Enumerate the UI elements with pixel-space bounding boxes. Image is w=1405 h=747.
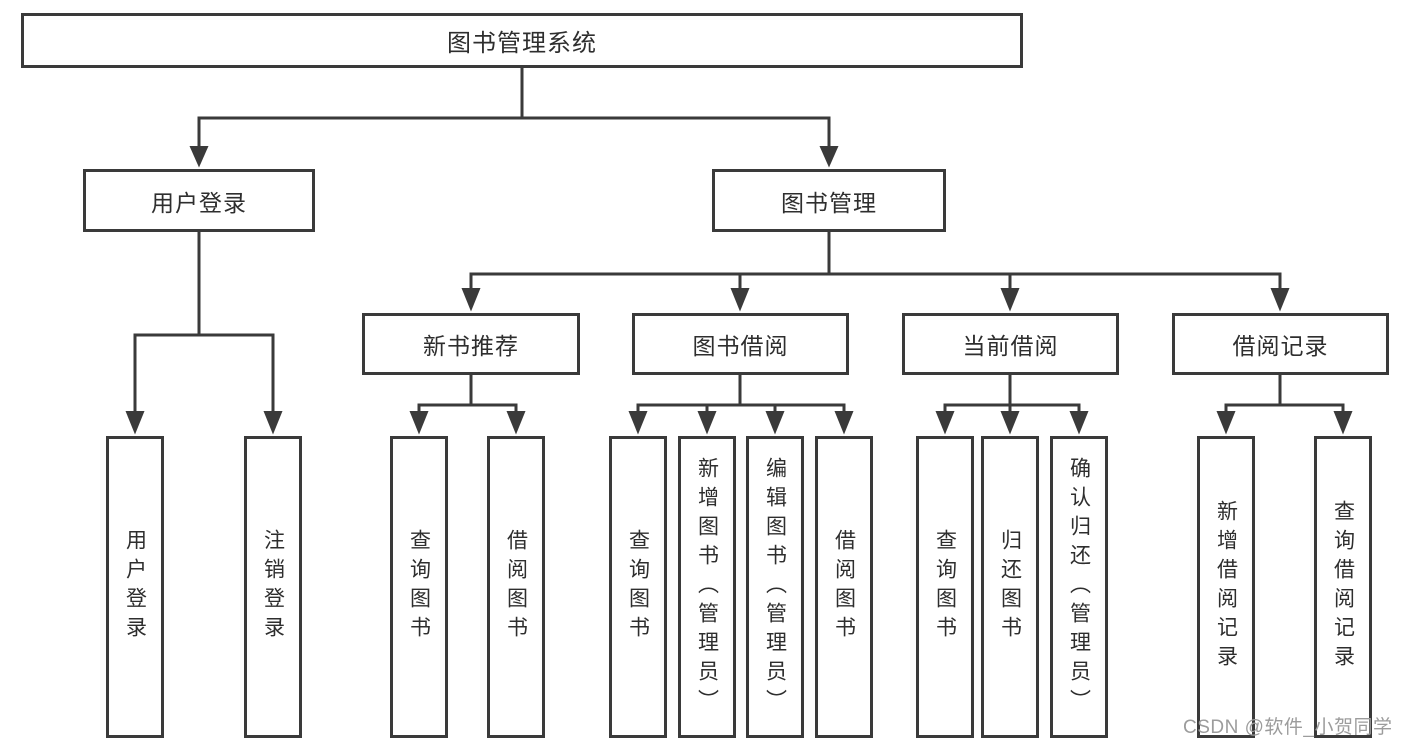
leaf-query-borrow-record-label: 查询借阅记录: [1331, 500, 1355, 674]
leaf-borrow-books-label: 借阅图书: [832, 529, 856, 645]
leaf-current-query-books-label: 查询图书: [933, 529, 957, 645]
leaf-return-books-label: 归还图书: [998, 529, 1022, 645]
leaf-edit-books-admin: 编辑图书（管理员）: [746, 436, 804, 738]
leaf-user-login: 用户登录: [106, 436, 164, 738]
node-current-borrow-label: 当前借阅: [962, 333, 1059, 359]
leaf-edit-books-admin-label: 编辑图书（管理员）: [763, 456, 787, 718]
watermark: CSDN @软件_小贺同学: [1183, 717, 1393, 738]
leaf-recommend-query-books: 查询图书: [390, 436, 448, 738]
leaf-logout: 注销登录: [244, 436, 302, 738]
leaf-confirm-return-admin: 确认归还（管理员）: [1050, 436, 1108, 738]
leaf-logout-label: 注销登录: [261, 529, 285, 645]
node-borrow-records-label: 借阅记录: [1232, 333, 1329, 359]
leaf-current-query-books: 查询图书: [916, 436, 974, 738]
node-book-management-label: 图书管理: [781, 189, 877, 216]
node-book-borrow: 图书借阅: [632, 313, 849, 375]
leaf-query-borrow-record: 查询借阅记录: [1314, 436, 1372, 738]
leaf-add-books-admin-label: 新增图书（管理员）: [695, 456, 719, 718]
leaf-borrow-books: 借阅图书: [815, 436, 873, 738]
leaf-return-books: 归还图书: [981, 436, 1039, 738]
leaf-recommend-query-books-label: 查询图书: [407, 529, 431, 645]
node-user-login-label: 用户登录: [151, 189, 247, 216]
leaf-add-borrow-record: 新增借阅记录: [1197, 436, 1255, 738]
node-borrow-records: 借阅记录: [1172, 313, 1389, 375]
node-book-management: 图书管理: [712, 169, 946, 232]
node-new-book-recommend-label: 新书推荐: [423, 333, 519, 359]
leaf-recommend-borrow-books-label: 借阅图书: [504, 529, 528, 645]
leaf-user-login-label: 用户登录: [123, 529, 147, 645]
node-user-login: 用户登录: [83, 169, 315, 232]
node-root-system: 图书管理系统: [21, 13, 1023, 68]
leaf-recommend-borrow-books: 借阅图书: [487, 436, 545, 738]
node-new-book-recommend: 新书推荐: [362, 313, 580, 375]
leaf-add-books-admin: 新增图书（管理员）: [678, 436, 736, 738]
leaf-borrow-query-books: 查询图书: [609, 436, 667, 738]
leaf-add-borrow-record-label: 新增借阅记录: [1214, 500, 1238, 674]
leaf-confirm-return-admin-label: 确认归还（管理员）: [1067, 456, 1091, 718]
node-root-label: 图书管理系统: [447, 30, 597, 57]
node-current-borrow: 当前借阅: [902, 313, 1119, 375]
node-book-borrow-label: 图书借阅: [692, 333, 789, 359]
leaf-borrow-query-books-label: 查询图书: [626, 529, 650, 645]
